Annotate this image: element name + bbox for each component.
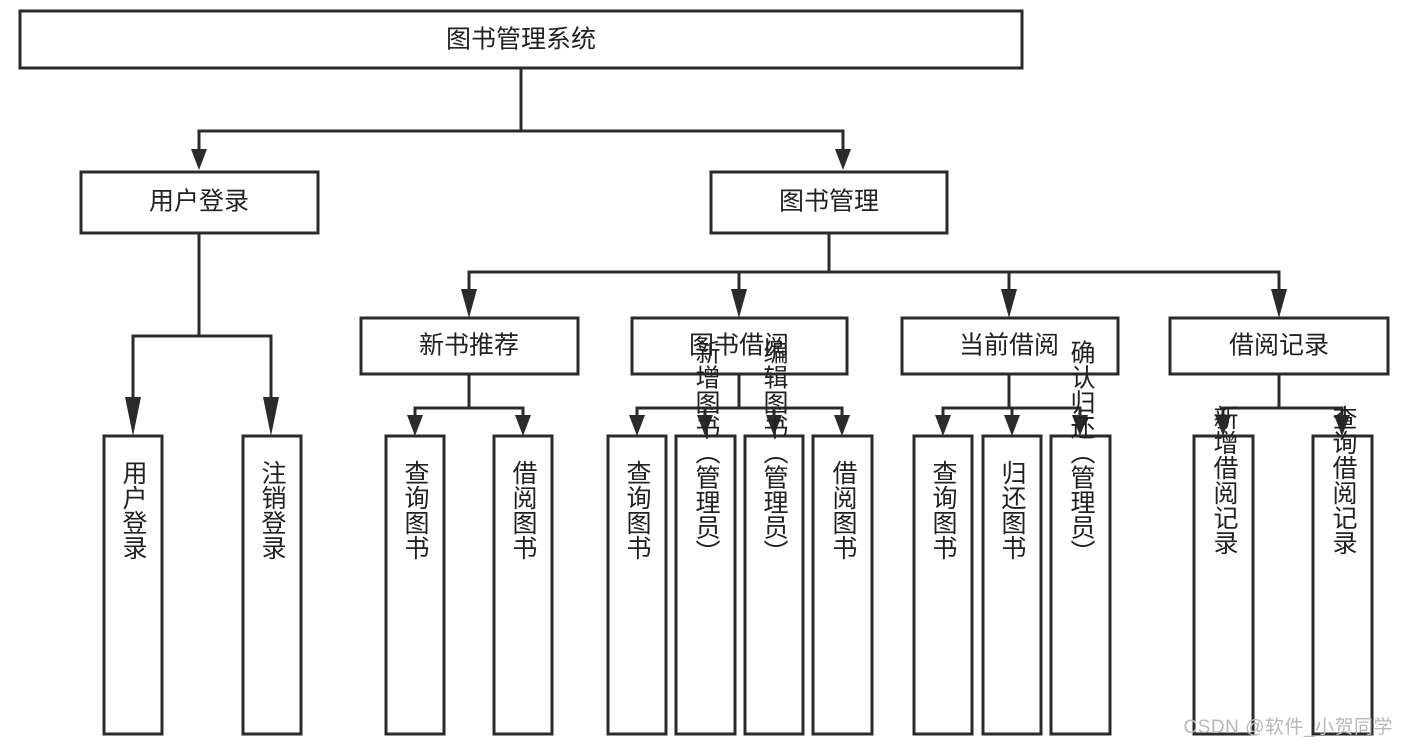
connector-new-book-recommend-to-leaves [407, 372, 531, 436]
arrow-to-borrow-record [1271, 289, 1287, 318]
node-leaf-borrow-book-2-label: 借阅图书 [829, 460, 858, 560]
node-leaf-edit-book[interactable]: 编辑图书（管理员） [743, 340, 805, 736]
node-root[interactable]: 图书管理系统 [18, 9, 1024, 70]
node-leaf-add-book-label: 新增图书（管理员） [692, 340, 721, 565]
arrow-to-book-management [835, 149, 851, 170]
node-current-borrow[interactable]: 当前借阅 [900, 316, 1120, 376]
connector-root-to-level1 [191, 66, 851, 170]
node-leaf-query-book-2[interactable]: 查询图书 [606, 434, 668, 736]
csdn-watermark: CSDN @软件_小贺同学 [1183, 717, 1393, 738]
node-leaf-add-book[interactable]: 新增图书（管理员） [674, 340, 737, 736]
connector-current-borrow-to-leaves [935, 372, 1088, 436]
node-user-login[interactable]: 用户登录 [79, 170, 320, 235]
arrow-to-new-book-recommend [461, 289, 477, 318]
node-leaf-query-record[interactable]: 查询借阅记录 [1311, 405, 1374, 736]
node-leaf-add-record[interactable]: 新增借阅记录 [1192, 405, 1255, 736]
node-book-borrow[interactable]: 图书借阅 [630, 316, 849, 376]
connector-borrow-record-to-leaves [1215, 372, 1350, 436]
node-book-management-label: 图书管理 [779, 188, 879, 216]
connector-book-management-to-level2 [461, 231, 1287, 318]
arrow-to-current-borrow [1001, 289, 1017, 318]
node-leaf-user-login[interactable]: 用户登录 [102, 434, 164, 736]
node-leaf-edit-book-label: 编辑图书（管理员） [760, 340, 789, 565]
node-leaf-logout-login[interactable]: 注销登录 [241, 434, 303, 736]
node-leaf-query-book-2-label: 查询图书 [623, 460, 652, 560]
node-leaf-return-book[interactable]: 归还图书 [981, 434, 1043, 736]
node-leaf-confirm-return[interactable]: 确认归还（管理员） [1049, 340, 1112, 736]
node-leaf-user-login-label: 用户登录 [119, 460, 148, 560]
node-leaf-query-book-1[interactable]: 查询图书 [384, 434, 446, 736]
node-leaf-query-book-3-label: 查询图书 [929, 460, 958, 560]
node-leaf-query-book-3[interactable]: 查询图书 [912, 434, 974, 736]
node-leaf-add-record-label: 新增借阅记录 [1210, 405, 1239, 555]
node-user-login-label: 用户登录 [149, 188, 249, 216]
node-new-book-recommend-label: 新书推荐 [419, 332, 519, 360]
connector-book-borrow-to-leaves [629, 372, 850, 436]
node-book-management[interactable]: 图书管理 [709, 170, 949, 235]
node-book-borrow-label: 图书借阅 [689, 332, 789, 360]
node-leaf-borrow-book-1[interactable]: 借阅图书 [492, 434, 554, 736]
node-new-book-recommend[interactable]: 新书推荐 [359, 316, 580, 376]
arrow-to-leaf-user-login [125, 397, 141, 436]
node-leaf-query-book-1-label: 查询图书 [401, 460, 430, 560]
node-leaf-logout-login-label: 注销登录 [258, 460, 287, 560]
node-borrow-record-label: 借阅记录 [1229, 332, 1329, 360]
node-leaf-borrow-book-2[interactable]: 借阅图书 [811, 434, 874, 736]
node-root-label: 图书管理系统 [446, 26, 596, 54]
node-leaf-borrow-book-1-label: 借阅图书 [509, 460, 538, 560]
node-borrow-record[interactable]: 借阅记录 [1168, 316, 1390, 376]
connector-user-login-to-leaves [125, 231, 279, 436]
arrow-to-book-borrow [731, 289, 747, 318]
node-leaf-confirm-return-label: 确认归还（管理员） [1067, 340, 1096, 565]
node-current-borrow-label: 当前借阅 [959, 332, 1059, 360]
arrow-to-leaf-logout-login [263, 397, 279, 436]
arrow-to-user-login [191, 149, 207, 170]
node-leaf-return-book-label: 归还图书 [998, 460, 1027, 560]
node-leaf-query-record-label: 查询借阅记录 [1329, 405, 1358, 555]
